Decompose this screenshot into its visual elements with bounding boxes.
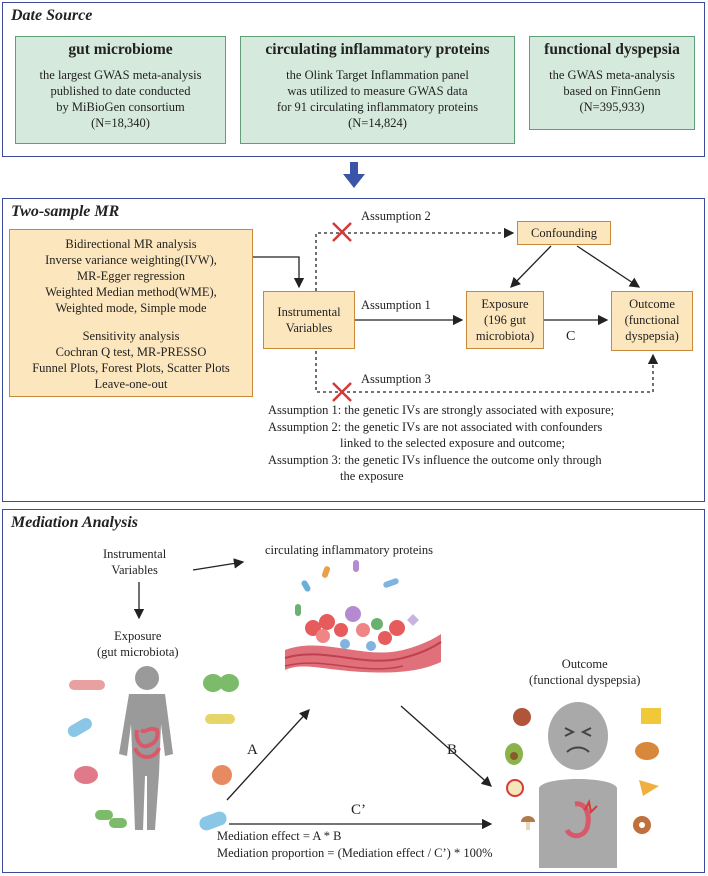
outcome-box: Outcome (functional dyspepsia) xyxy=(611,291,693,351)
c-label: C xyxy=(566,329,576,344)
dyspepsia-source-box: functional dyspepsia the GWAS meta-analy… xyxy=(529,36,695,130)
exposure-line: (gut microbiota) xyxy=(97,645,179,659)
outcome-line: dyspepsia) xyxy=(625,329,679,343)
source-line: (N=395,933) xyxy=(579,100,645,114)
sensitivity-line: Sensitivity analysis xyxy=(82,329,180,343)
dyspepsia-heading: functional dyspepsia xyxy=(544,41,680,58)
cross-icon xyxy=(332,382,352,402)
source-line: the largest GWAS meta-analysis xyxy=(39,68,202,82)
two-sample-mr-panel: Two-sample MR Bidirectional MR analysis … xyxy=(2,198,705,502)
sensitivity-line: Leave-one-out xyxy=(94,377,168,391)
path-c-prime-label: C’ xyxy=(351,802,366,818)
note-line: Assumption 3: the genetic IVs influence … xyxy=(268,452,602,467)
confounding-box: Confounding xyxy=(517,221,611,245)
note-line: the exposure xyxy=(340,469,404,483)
exposure-box: Exposure (196 gut microbiota) xyxy=(466,291,544,349)
iv-line: Instrumental xyxy=(277,305,341,319)
source-line: the GWAS meta-analysis xyxy=(549,68,675,82)
pizza-icon xyxy=(639,780,659,796)
exposure-line: Exposure xyxy=(114,629,162,643)
source-line: was utilized to measure GWAS data xyxy=(287,84,468,98)
mediation-outcome-label: Outcome (functional dyspepsia) xyxy=(529,656,640,688)
cross-icon xyxy=(332,222,352,242)
source-line: based on FinnGenn xyxy=(563,84,661,98)
gut-microbiome-heading: gut microbiome xyxy=(68,41,173,58)
bacteria-icon xyxy=(199,811,227,831)
proteins-heading: circulating inflammatory proteins xyxy=(265,41,490,58)
bacteria-icon xyxy=(67,718,92,737)
iv-line: Variables xyxy=(111,563,158,577)
human-gut-figure xyxy=(119,666,173,830)
bacteria-icon xyxy=(69,680,105,690)
inflamed-tissue-illustration xyxy=(284,560,442,673)
mediation-exposure-label: Exposure (gut microbiota) xyxy=(97,628,179,660)
assumption-notes: Assumption 1: the genetic IVs are strong… xyxy=(268,402,614,485)
exposure-line: microbiota) xyxy=(475,329,535,343)
bacteria-icon xyxy=(74,766,98,784)
outcome-line: (functional xyxy=(624,313,680,327)
bacteria-icon xyxy=(205,714,235,724)
cheese-icon xyxy=(641,708,661,724)
avocado-icon xyxy=(505,743,523,765)
outcome-line: Outcome xyxy=(629,297,675,311)
method-line: Inverse variance weighting(IVW), xyxy=(45,253,217,267)
spacer xyxy=(10,316,252,328)
data-source-title: Date Source xyxy=(11,7,93,24)
iv-line: Instrumental xyxy=(103,547,167,561)
formula-2: Mediation proportion = (Mediation effect… xyxy=(217,846,493,860)
mediation-iv-label: Instrumental Variables xyxy=(103,546,166,578)
apple-icon xyxy=(506,779,524,797)
source-line: the Olink Target Inflammation panel xyxy=(286,68,469,82)
exposure-line: (196 gut xyxy=(483,313,526,327)
note-line: linked to the selected exposure and outc… xyxy=(340,436,565,450)
exposure-line: Exposure xyxy=(481,297,529,311)
source-line: (N=14,824) xyxy=(348,116,407,130)
bacteria-icon xyxy=(203,674,239,692)
chicken-icon xyxy=(635,742,659,760)
assumption-3-label: Assumption 3 xyxy=(361,372,431,386)
outcome-line: Outcome xyxy=(561,657,608,671)
mediation-title: Mediation Analysis xyxy=(11,514,138,531)
confounding-label: Confounding xyxy=(531,226,597,240)
method-line: Weighted Median method(WME), xyxy=(45,285,217,299)
assumption-2-label: Assumption 2 xyxy=(361,209,431,223)
method-line: Bidirectional MR analysis xyxy=(65,237,197,251)
instrumental-variables-box: Instrumental Variables xyxy=(263,291,355,349)
mushroom-icon xyxy=(521,816,535,830)
path-a-label: A xyxy=(247,742,258,758)
sensitivity-line: Funnel Plots, Forest Plots, Scatter Plot… xyxy=(32,361,230,375)
assumption-1-label: Assumption 1 xyxy=(361,298,431,312)
source-line: (N=18,340) xyxy=(91,116,150,130)
dyspepsia-person-figure xyxy=(539,702,617,868)
mr-title: Two-sample MR xyxy=(11,203,120,220)
note-line: Assumption 1: the genetic IVs are strong… xyxy=(268,403,615,417)
mediation-panel: Mediation Analysis Instrumental Variable… xyxy=(2,509,705,873)
method-line: Weighted mode, Simple mode xyxy=(55,301,207,315)
food-icon xyxy=(513,708,531,726)
proteins-source-box: circulating inflammatory proteins the Ol… xyxy=(240,36,515,144)
down-arrow-icon xyxy=(343,162,365,188)
bacteria-icon xyxy=(212,765,232,785)
outcome-line: (functional dyspepsia) xyxy=(529,673,641,687)
iv-line: Variables xyxy=(285,321,333,335)
proteins-label: circulating inflammatory proteins xyxy=(265,543,434,557)
note-line: Assumption 2: the genetic IVs are not as… xyxy=(268,419,603,434)
method-line: MR-Egger regression xyxy=(77,269,185,283)
formula-1: Mediation effect = A * B xyxy=(217,829,342,843)
source-line: for 91 circulating inflammatory proteins xyxy=(276,100,479,114)
data-source-panel: Date Source gut microbiome the largest G… xyxy=(2,2,705,157)
mr-methods-box: Bidirectional MR analysis Inverse varian… xyxy=(9,229,253,397)
path-b-label: B xyxy=(447,742,458,758)
gut-microbiome-source-box: gut microbiome the largest GWAS meta-ana… xyxy=(15,36,226,144)
bacteria-icon xyxy=(95,810,127,828)
sensitivity-line: Cochran Q test, MR-PRESSO xyxy=(55,345,207,359)
donut-icon xyxy=(633,816,651,834)
source-line: published to date conducted xyxy=(50,84,191,98)
source-line: by MiBioGen consortium xyxy=(56,100,185,114)
